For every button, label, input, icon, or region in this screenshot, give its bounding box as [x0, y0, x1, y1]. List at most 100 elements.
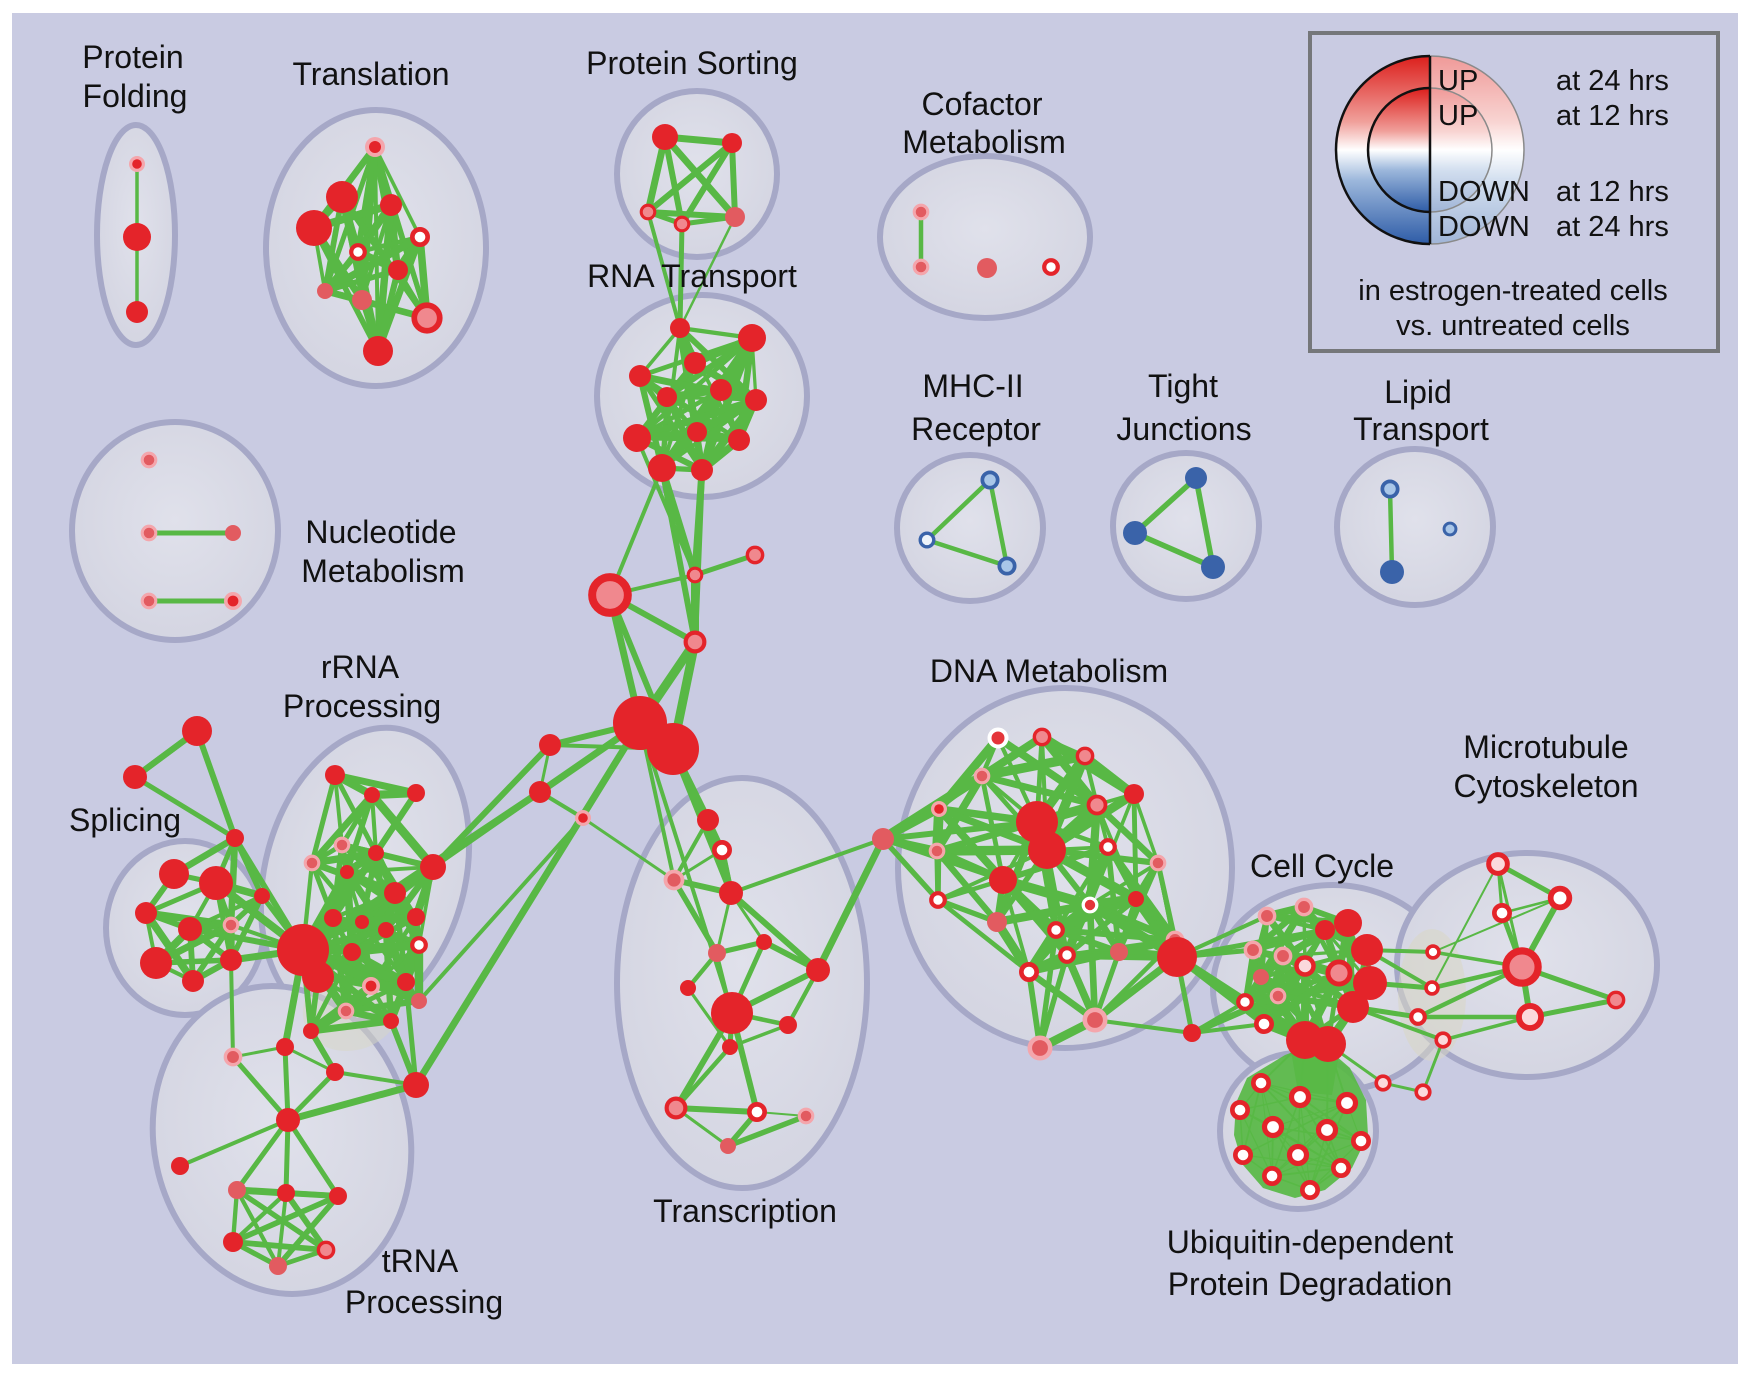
- network-node: [1325, 959, 1353, 987]
- network-node: [227, 595, 239, 607]
- cluster-label-lipid: Lipid: [1384, 374, 1452, 410]
- legend-box: [1308, 31, 1720, 353]
- network-edge: [1088, 861, 1160, 907]
- network-edge: [880, 836, 1006, 883]
- network-edge: [671, 817, 711, 883]
- network-node: [1380, 479, 1400, 499]
- network-edge: [686, 986, 732, 1049]
- network-node: [420, 854, 446, 880]
- network-node: [928, 842, 946, 860]
- cluster-label-microtubule: Cytoskeleton: [1454, 768, 1639, 804]
- network-node: [687, 422, 707, 442]
- network-node: [223, 1232, 243, 1252]
- network-node: [365, 980, 377, 992]
- network-node: [140, 592, 158, 610]
- network-node: [797, 1107, 815, 1125]
- network-node: [1230, 1100, 1250, 1120]
- network-node: [745, 545, 765, 565]
- network-edge: [1081, 752, 1138, 798]
- network-node: [977, 258, 997, 278]
- network-edge: [234, 1117, 291, 1193]
- cluster-label-transcription: Transcription: [653, 1193, 837, 1229]
- cluster-label-rrna: rRNA: [321, 649, 400, 685]
- network-node: [182, 970, 204, 992]
- network-node: [987, 912, 1007, 932]
- network-node: [317, 283, 333, 299]
- network-edge: [311, 225, 381, 354]
- network-node: [745, 389, 767, 411]
- network-edge: [659, 465, 698, 645]
- network-edge: [608, 466, 664, 597]
- network-node: [710, 379, 732, 401]
- network-node: [1502, 947, 1542, 987]
- network-node: [708, 944, 726, 962]
- network-node: [997, 556, 1017, 576]
- network-node: [123, 765, 147, 789]
- cluster-label-dna: DNA Metabolism: [930, 653, 1168, 689]
- network-edge: [1189, 1021, 1267, 1036]
- network-edge: [1243, 971, 1341, 1004]
- network-node: [368, 845, 384, 861]
- network-node: [1434, 1031, 1452, 1049]
- network-node: [1124, 784, 1144, 804]
- network-edge: [638, 721, 734, 1015]
- cluster-ellipse-lipid: [1334, 446, 1496, 608]
- network-edge: [1241, 962, 1309, 1006]
- network-node: [1310, 1026, 1346, 1062]
- cluster-label-rna_transport: RNA Transport: [587, 258, 797, 294]
- network-node: [316, 1240, 336, 1260]
- network-node: [1486, 852, 1510, 876]
- network-edge: [230, 1190, 289, 1245]
- cluster-label-cell_cycle: Cell Cycle: [1250, 848, 1394, 884]
- legend-time: at 12 hrs: [1556, 176, 1669, 208]
- network-node: [1082, 1007, 1108, 1033]
- network-node: [738, 324, 766, 352]
- network-edge: [1260, 969, 1343, 1028]
- network-edge: [417, 816, 585, 1003]
- network-node: [411, 302, 443, 334]
- network-node: [333, 836, 351, 854]
- network-node: [140, 451, 158, 469]
- network-node: [182, 716, 212, 746]
- network-node: [355, 915, 369, 929]
- legend-word: UP: [1438, 65, 1478, 97]
- network-edge: [1132, 475, 1199, 536]
- network-edge: [1258, 927, 1328, 980]
- cluster-label-mhc: MHC-II: [922, 368, 1023, 404]
- network-edge: [322, 267, 401, 294]
- network-edge: [924, 537, 1010, 569]
- network-edge: [678, 215, 737, 330]
- network-node: [712, 840, 732, 860]
- network-edge: [729, 140, 738, 220]
- legend-time: at 12 hrs: [1556, 100, 1669, 132]
- network-node: [728, 429, 750, 451]
- legend-time: at 24 hrs: [1556, 211, 1669, 243]
- cluster-label-protein_sorting: Protein Sorting: [586, 45, 798, 81]
- network-edge: [132, 774, 238, 841]
- network-edge: [679, 140, 735, 227]
- network-node: [1331, 1158, 1351, 1178]
- network-edge: [1431, 863, 1499, 989]
- network-edge: [646, 210, 682, 330]
- network-node: [199, 866, 233, 900]
- network-edge: [994, 734, 1101, 809]
- network-node: [1516, 1003, 1544, 1031]
- network-node: [159, 859, 189, 889]
- network-edge: [880, 836, 941, 903]
- network-edge: [1132, 530, 1216, 570]
- network-node: [277, 1184, 295, 1202]
- cluster-label-tight: Tight: [1148, 368, 1218, 404]
- network-node: [1315, 1118, 1339, 1142]
- network-node: [378, 922, 394, 938]
- network-node: [588, 573, 632, 617]
- network-node: [1086, 794, 1108, 816]
- network-node: [673, 215, 691, 233]
- network-node: [1269, 987, 1287, 1005]
- network-node: [1099, 838, 1117, 856]
- legend-time: at 24 hrs: [1556, 65, 1669, 97]
- legend-outline-left-outer: [1334, 54, 1431, 246]
- network-node: [670, 318, 690, 338]
